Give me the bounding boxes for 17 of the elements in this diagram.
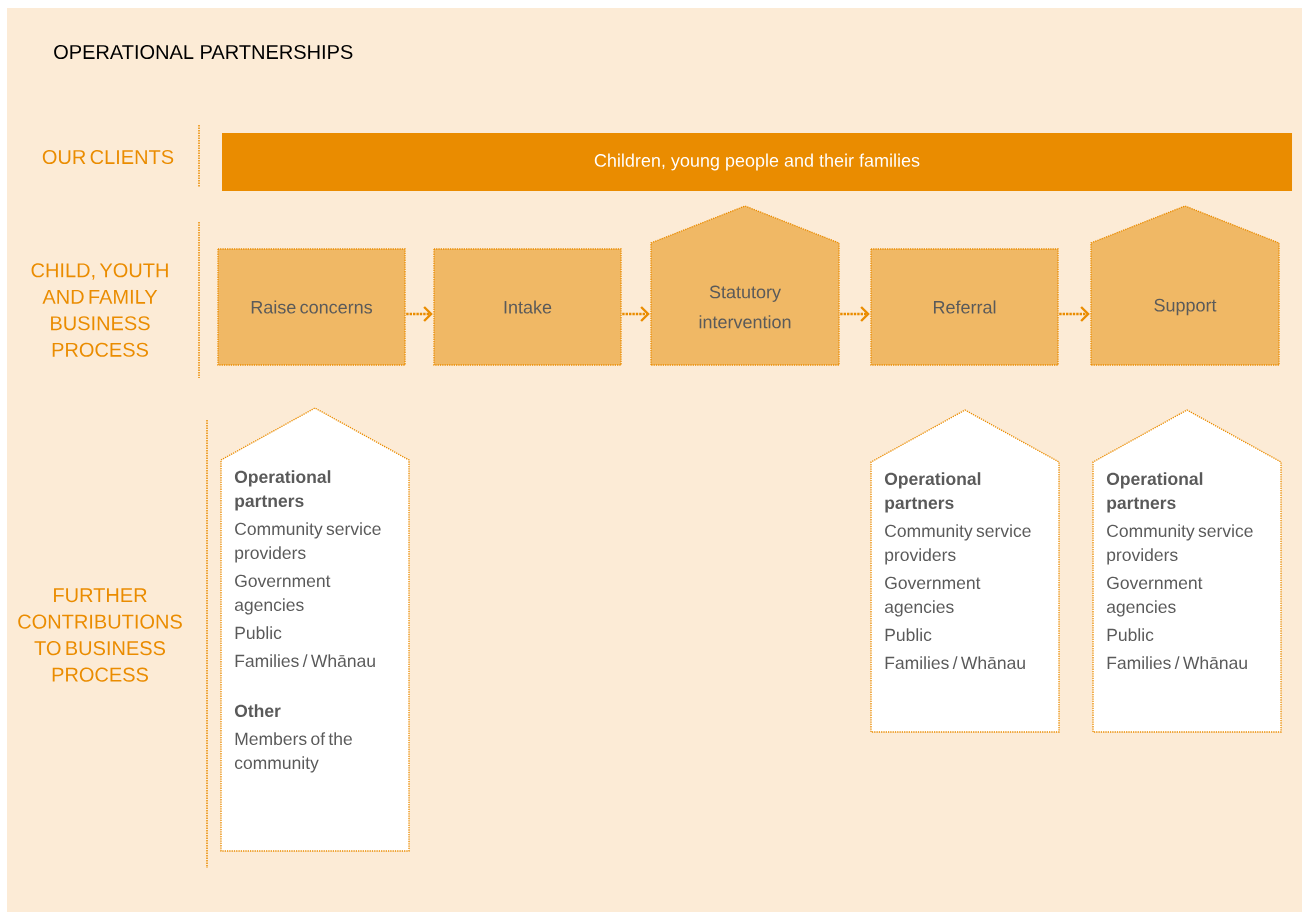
title: OPERATIONAL PARTNERSHIPS — [54, 44, 353, 60]
process-pentagon: Statutory intervention — [650, 205, 840, 366]
row-label: OUR CLIENTS — [42, 149, 174, 165]
process-box: Intake — [433, 248, 622, 366]
process-pentagon: Support — [1090, 205, 1280, 366]
row-label: CHILD, YOUTH AND FAMILY BUSINESS PROCESS — [31, 263, 168, 357]
partners-box: Operational partners Community service providers Government agencies Public Families / Whānau — [870, 409, 1060, 733]
row-label: FURTHER CONTRIBUTIONS TO BUSINESS PROCESS — [18, 588, 182, 682]
arrow — [622, 306, 650, 322]
process-box: Referral — [870, 248, 1059, 366]
partners-box: Operational partners Community service providers Government agencies Public Families / Whānau — [1092, 409, 1282, 733]
arrow — [1059, 306, 1090, 322]
partners-box: Operational partners Community service providers Government agencies Public Families / Whānau Other Members of the community — [220, 407, 410, 852]
arrow — [840, 306, 870, 322]
clients-bar: Children, young people and their families — [222, 133, 1292, 191]
arrow — [406, 306, 433, 322]
process-box: Raise concerns — [217, 248, 406, 366]
